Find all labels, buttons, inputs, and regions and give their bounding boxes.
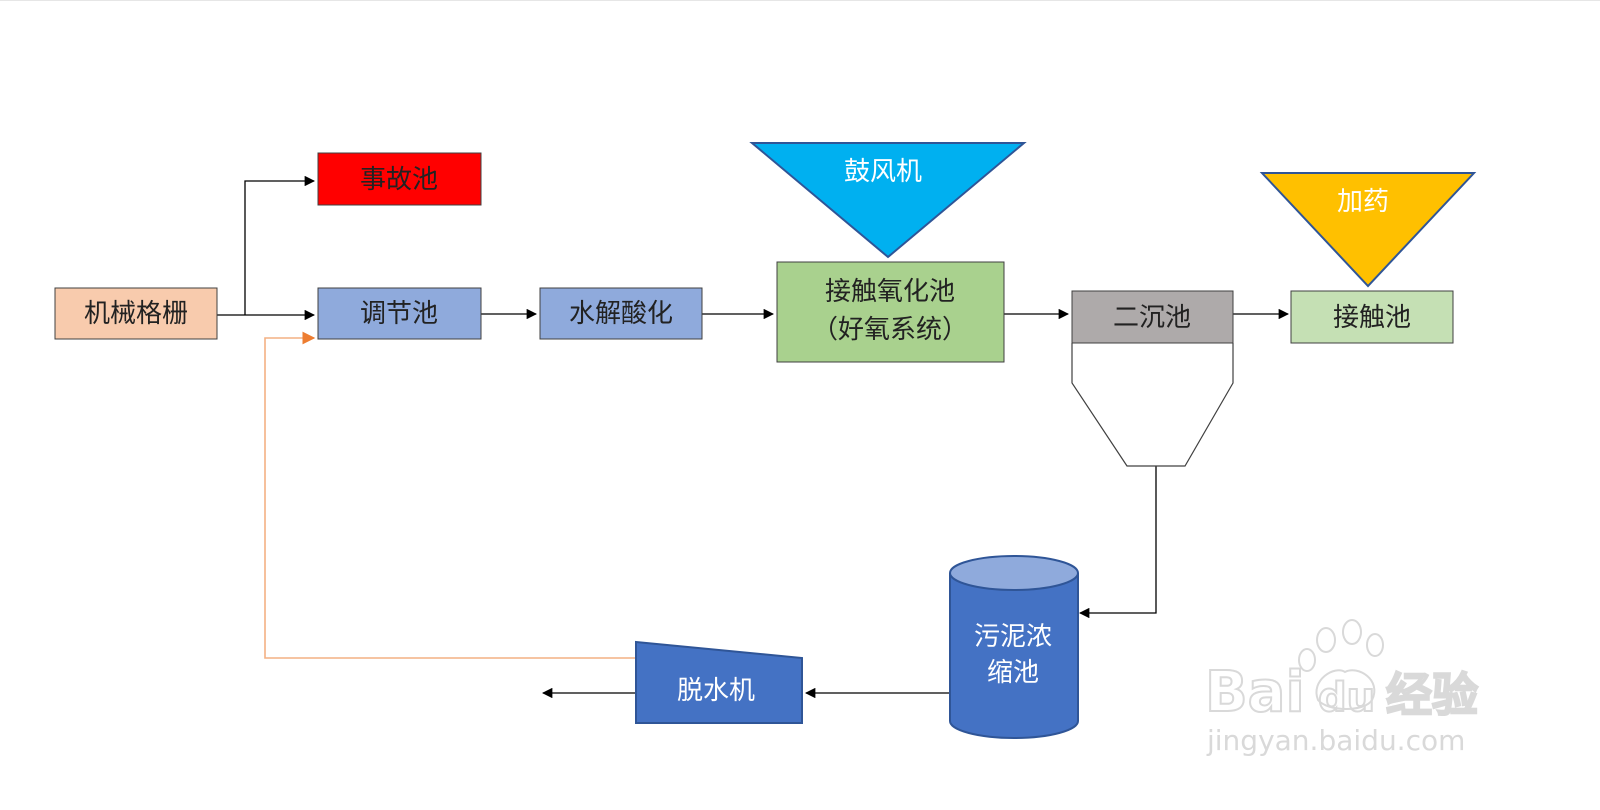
dosing-label: 加药 <box>1337 187 1389 217</box>
baidu-watermark: Bai du 经验 jingyan.baidu.com <box>1204 619 1479 757</box>
arrow-settling-to-thickener <box>1078 466 1157 619</box>
sludge-thickener-label-2: 缩池 <box>987 658 1039 688</box>
hydrolysis-label: 水解酸化 <box>569 299 673 329</box>
arrow-grille-to-accident <box>244 175 316 315</box>
contact-pool-label: 接触池 <box>1333 303 1411 333</box>
dosing-node: 加药 <box>1259 172 1477 288</box>
dewatering-label: 脱水机 <box>677 676 755 706</box>
blower-label: 鼓风机 <box>844 157 922 187</box>
grille-label: 机械格栅 <box>84 299 188 329</box>
accident-pool-label: 事故池 <box>360 165 438 195</box>
paw-icon <box>1298 619 1384 710</box>
secondary-settling-node: 二沉池 <box>1071 290 1234 467</box>
sludge-thickener-node: 污泥浓 缩池 <box>949 555 1079 739</box>
contact-oxidation-sublabel: （好氧系统） <box>812 315 968 345</box>
top-border <box>0 0 1600 1</box>
connectors <box>217 175 1290 699</box>
hydrolysis-node: 水解酸化 <box>539 287 703 340</box>
blower-node: 鼓风机 <box>749 142 1027 259</box>
grille-node: 机械格栅 <box>54 287 218 340</box>
contact-oxidation-node: 接触氧化池 （好氧系统） <box>776 261 1005 363</box>
dewatering-node: 脱水机 <box>635 640 803 724</box>
return-line-to-regulating <box>264 331 636 659</box>
regulating-pool-node: 调节池 <box>317 287 482 340</box>
secondary-settling-label: 二沉池 <box>1113 303 1191 333</box>
contact-oxidation-label: 接触氧化池 <box>825 277 955 307</box>
sludge-thickener-label-1: 污泥浓 <box>974 622 1052 652</box>
watermark-brand-du: du <box>1318 675 1375 721</box>
accident-pool-node: 事故池 <box>317 152 482 206</box>
watermark-url: jingyan.baidu.com <box>1206 724 1465 757</box>
contact-pool-node: 接触池 <box>1290 290 1454 344</box>
regulating-pool-label: 调节池 <box>360 299 438 329</box>
watermark-brand-cn: 经验 <box>1386 668 1478 722</box>
watermark-brand: Bai <box>1205 660 1305 725</box>
